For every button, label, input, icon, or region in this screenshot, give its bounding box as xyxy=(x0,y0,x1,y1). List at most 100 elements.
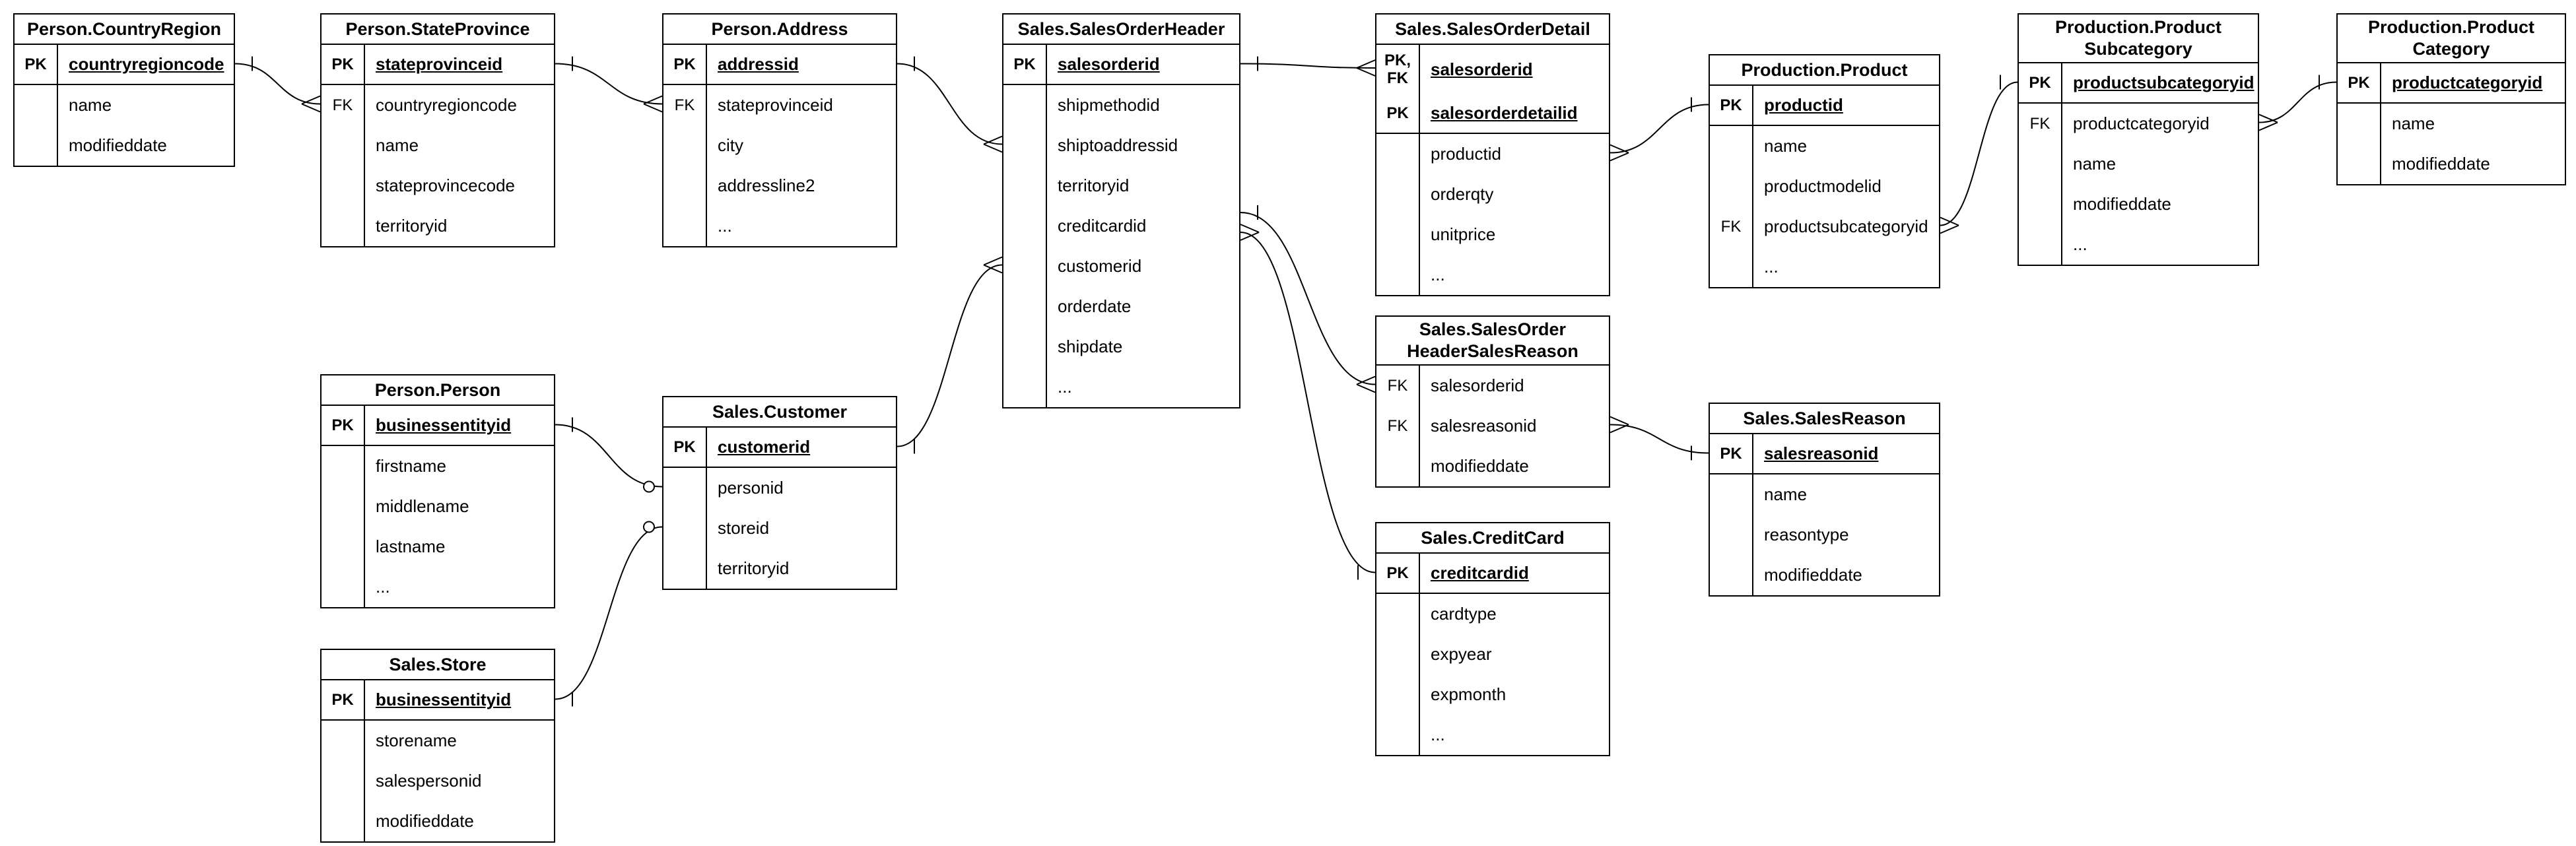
attribute-name: modifieddate xyxy=(2392,154,2490,174)
attribute-name: shiptoaddressid xyxy=(1058,135,1178,155)
key-badge xyxy=(1003,85,1047,125)
attribute-name: modifieddate xyxy=(376,811,474,831)
key-badge: PK xyxy=(15,45,58,84)
entity-attribute-row: territoryid xyxy=(1003,166,1239,206)
key-badge xyxy=(663,206,707,246)
key-badge: FK xyxy=(663,85,707,125)
entity-attribute-row: unitprice xyxy=(1376,214,1609,255)
entity-attribute-row: customerid xyxy=(1003,246,1239,286)
key-badge xyxy=(1710,474,1753,515)
entity-attribute-row: firstname xyxy=(322,446,554,486)
cardinality-many-crowfoot xyxy=(301,95,321,113)
key-badge xyxy=(1003,125,1047,166)
attribute-name: productcategoryid xyxy=(2392,73,2543,92)
entity-attribute-row: name xyxy=(1710,126,1939,166)
attribute-name: businessentityid xyxy=(376,415,512,435)
entity-attribute-row: name xyxy=(15,85,234,125)
relationship-connector xyxy=(897,63,1003,145)
entity-attribute-row: lastname xyxy=(322,527,554,567)
entity-title: Sales.SalesOrderDetail xyxy=(1376,15,1609,45)
attribute-name: ... xyxy=(2073,234,2087,254)
entity-attribute-row: name xyxy=(2019,144,2258,184)
attribute-name: modifieddate xyxy=(1764,565,1862,585)
attribute-name: salesorderid xyxy=(1431,375,1524,395)
attribute-name: productcategoryid xyxy=(2073,114,2210,133)
key-badge xyxy=(2019,184,2062,224)
key-badge xyxy=(2019,224,2062,265)
attribute-name: name xyxy=(69,95,112,115)
entity-attribute-row: name xyxy=(1710,474,1939,515)
key-badge xyxy=(15,85,58,125)
cardinality-zero-circle xyxy=(643,480,655,493)
key-badge xyxy=(322,527,365,567)
key-badge xyxy=(1710,126,1753,166)
entity-attribute-row: shipdate xyxy=(1003,327,1239,367)
relationship-connector xyxy=(1240,212,1376,385)
entity-attribute-row: personid xyxy=(663,468,896,508)
entity-attribute-row: salespersonid xyxy=(322,761,554,801)
key-badge xyxy=(1710,555,1753,595)
key-badge xyxy=(663,125,707,166)
key-badge xyxy=(1376,446,1420,486)
key-badge xyxy=(1376,214,1420,255)
attribute-name: countryregioncode xyxy=(376,95,517,115)
entity-attribute-row: ... xyxy=(1003,367,1239,407)
entity-attribute-row: cardtype xyxy=(1376,594,1609,634)
attribute-name: customerid xyxy=(1058,256,1142,276)
relationship-connector xyxy=(1240,63,1376,69)
cardinality-many-crowfoot xyxy=(983,256,1003,274)
entity-title: Sales.CreditCard xyxy=(1376,523,1609,554)
key-badge xyxy=(15,125,58,166)
key-badge xyxy=(1003,166,1047,206)
attribute-name: stateprovinceid xyxy=(376,54,503,74)
relationship-connector xyxy=(1240,232,1376,573)
attribute-name: salesorderid xyxy=(1058,54,1160,74)
entity-attribute-row: modifieddate xyxy=(2338,144,2565,184)
entity-attribute-row: ... xyxy=(1710,247,1939,287)
entity-attribute-row: modifieddate xyxy=(15,125,234,166)
attribute-name: storeid xyxy=(718,518,770,538)
key-badge xyxy=(1376,715,1420,755)
entity-attribute-row: ... xyxy=(2019,224,2258,265)
attribute-name: ... xyxy=(1764,257,1779,277)
entity-title: Production.Product Category xyxy=(2338,15,2565,63)
key-badge: PK xyxy=(663,428,707,467)
key-badge xyxy=(1710,166,1753,207)
attribute-name: salesreasonid xyxy=(1764,443,1879,463)
cardinality-many-crowfoot xyxy=(1356,59,1376,77)
key-badge: FK xyxy=(322,85,365,125)
key-badge xyxy=(322,486,365,527)
key-badge xyxy=(322,721,365,761)
entity-attribute-row: ... xyxy=(663,206,896,246)
entity-attribute-row: name xyxy=(2338,104,2565,144)
attribute-name: salesreasonid xyxy=(1431,416,1537,436)
key-badge xyxy=(1003,246,1047,286)
cardinality-many-crowfoot xyxy=(2258,114,2278,131)
entity-title: Person.StateProvince xyxy=(322,15,554,45)
key-badge: FK xyxy=(1710,207,1753,247)
attribute-name: productmodelid xyxy=(1764,176,1881,196)
key-badge: PK xyxy=(322,680,365,719)
relationship-connector xyxy=(1610,424,1709,454)
attribute-name: territoryid xyxy=(718,558,790,578)
cardinality-many-crowfoot xyxy=(1240,224,1260,241)
entity-attribute-row: territoryid xyxy=(322,206,554,246)
attribute-name: middlename xyxy=(376,496,469,516)
attribute-name: modifieddate xyxy=(2073,194,2171,214)
entity-attribute-row: addressline2 xyxy=(663,166,896,206)
attribute-name: shipdate xyxy=(1058,337,1123,356)
entity-attribute-row: ... xyxy=(322,567,554,607)
cardinality-many-crowfoot xyxy=(1610,416,1629,434)
entity-attribute-row: name xyxy=(322,125,554,166)
key-badge xyxy=(663,166,707,206)
